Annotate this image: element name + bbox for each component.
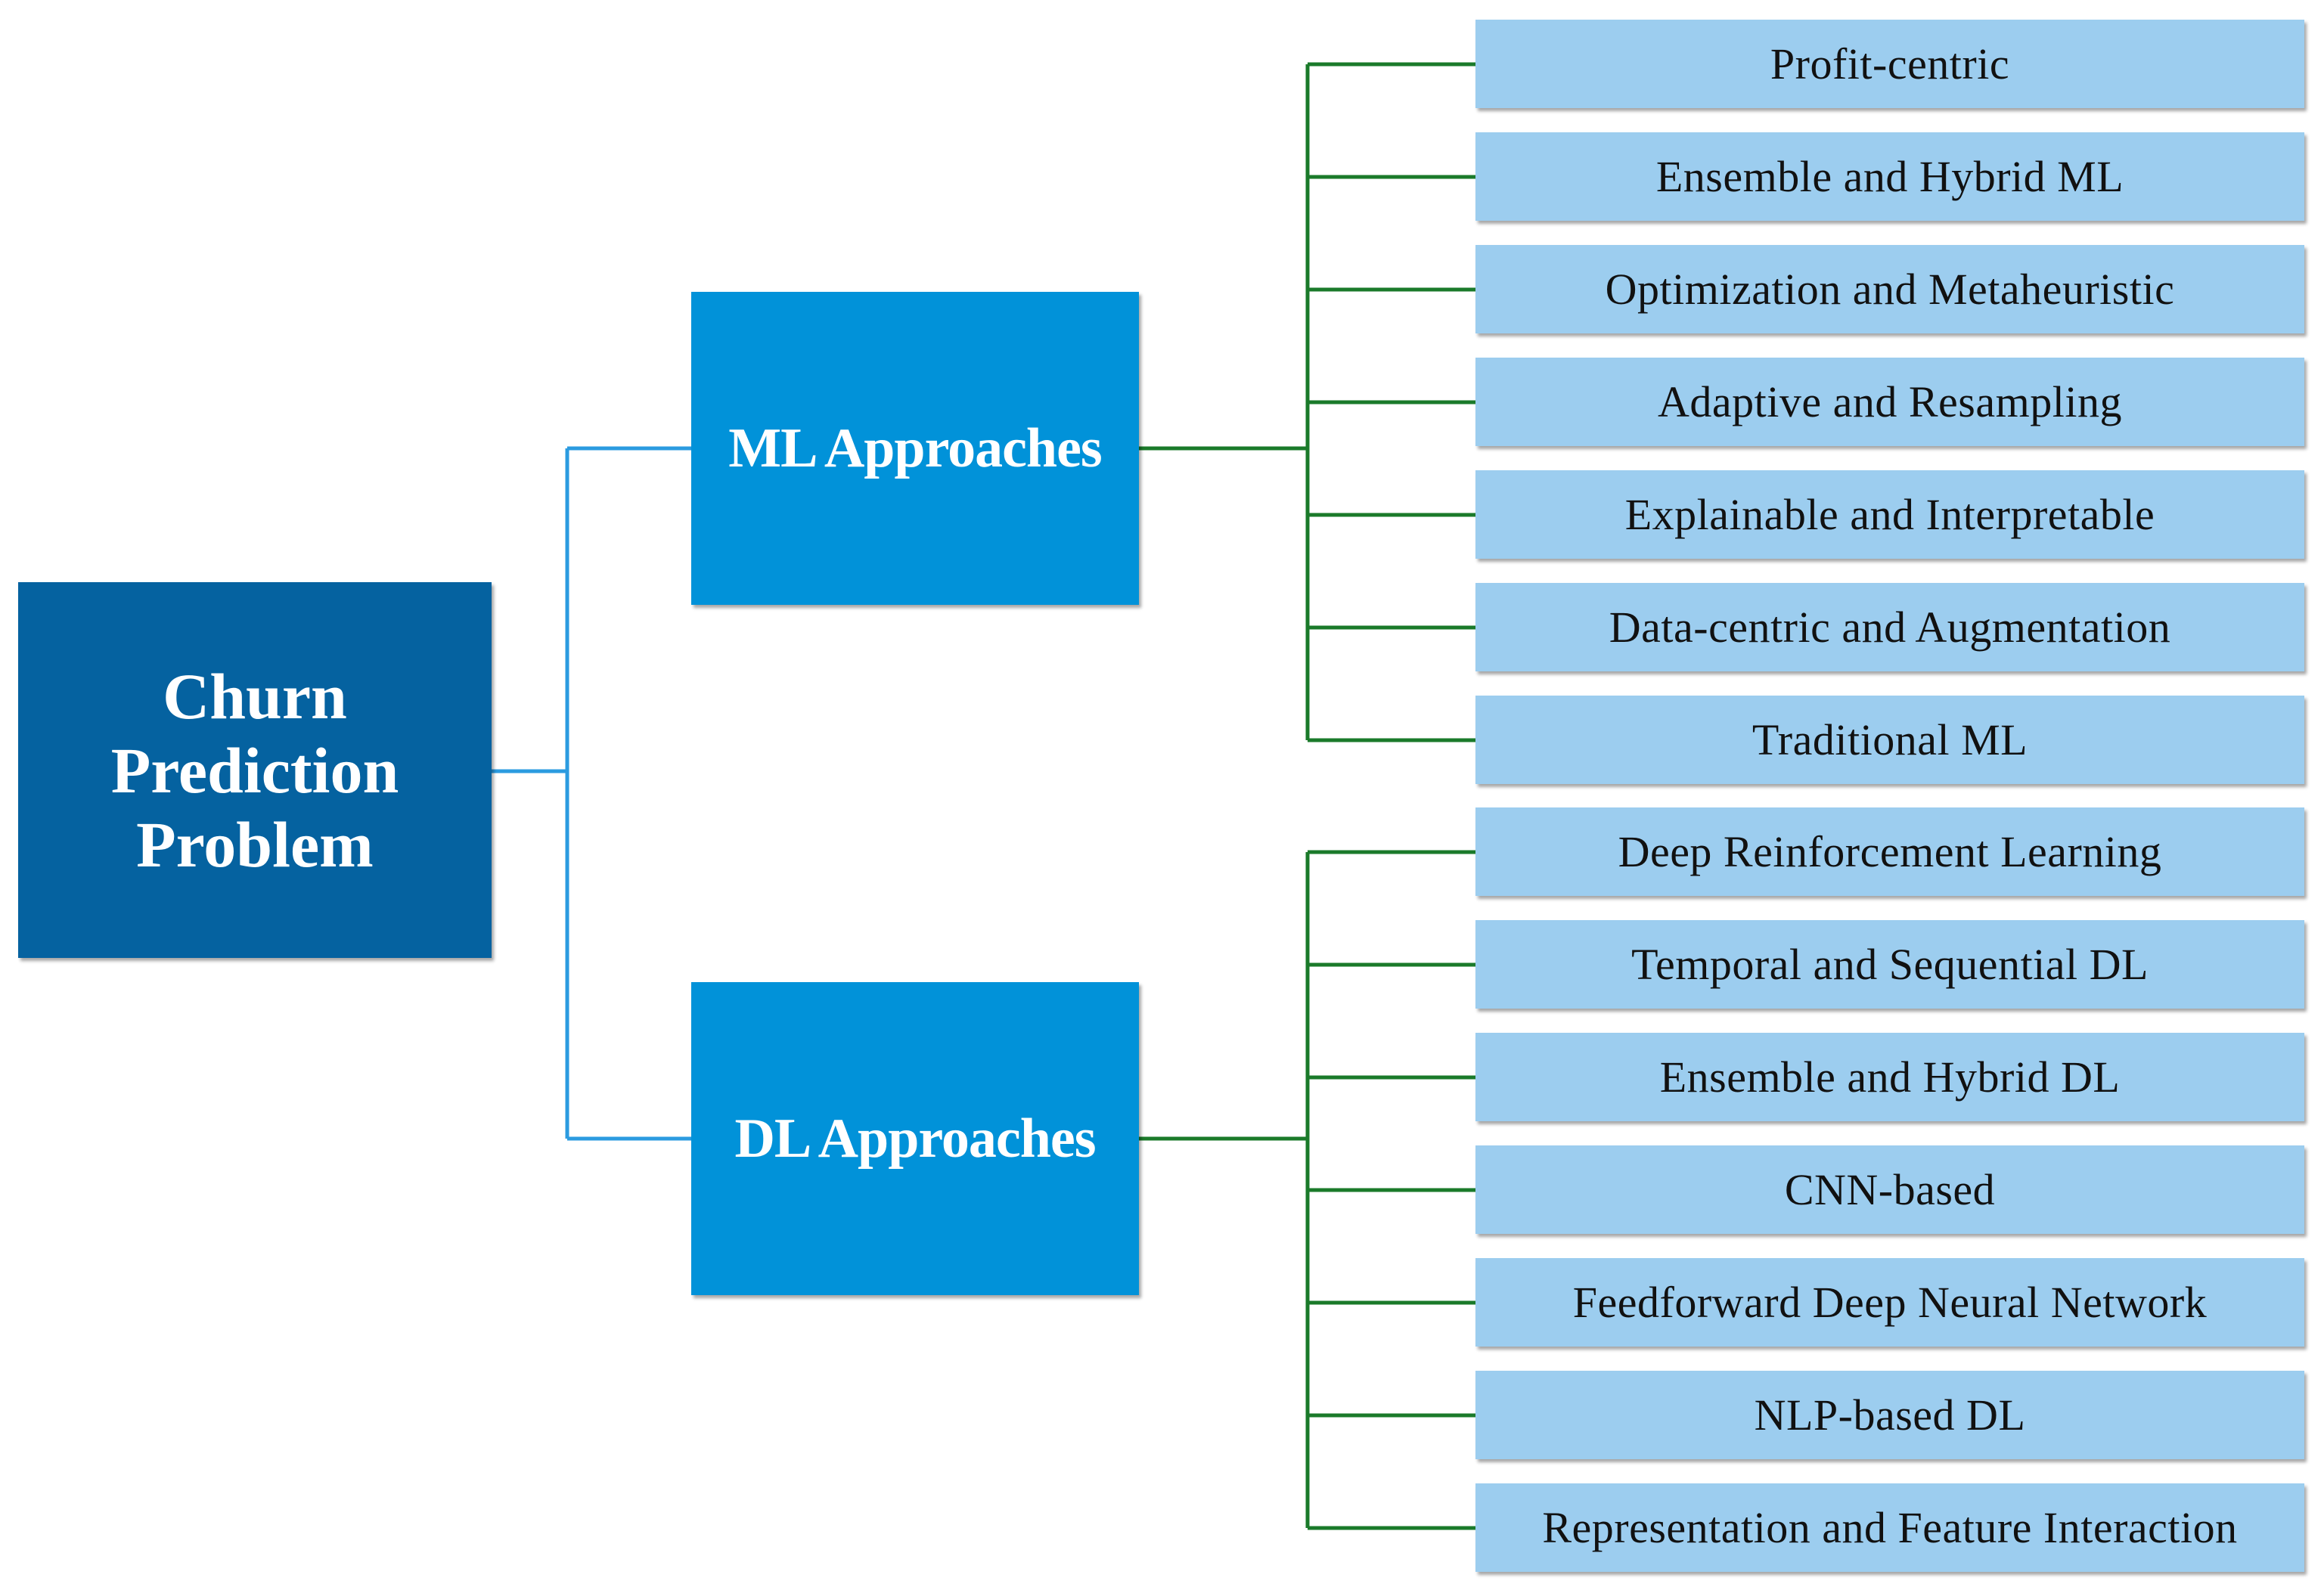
leaf-label: Adaptive and Resampling [1658, 377, 2122, 426]
leaf-label: Deep Reinforcement Learning [1618, 827, 2162, 876]
branch-label: DL Approaches [734, 1107, 1096, 1170]
root-node-churn-prediction-problem: Churn Prediction Problem [18, 582, 492, 958]
leaf-node-ml: Ensemble and Hybrid ML [1475, 132, 2304, 221]
leaf-label: CNN-based [1784, 1165, 1996, 1214]
leaf-node-ml: Data-centric and Augmentation [1475, 583, 2304, 671]
leaf-label: Explainable and Interpretable [1624, 490, 2155, 539]
root-label-line: Churn [163, 659, 347, 733]
leaf-node-dl: NLP-based DL [1475, 1371, 2304, 1459]
leaf-node-dl: Deep Reinforcement Learning [1475, 807, 2304, 896]
leaf-node-dl: Temporal and Sequential DL [1475, 920, 2304, 1009]
root-label: Churn Prediction Problem [111, 659, 399, 882]
branch-node-ml-approaches: ML Approaches [691, 292, 1139, 605]
dl-connector [1139, 850, 1475, 1530]
root-connector [492, 446, 691, 1141]
ml-connector [1139, 62, 1475, 742]
root-label-line: Prediction [110, 733, 399, 807]
leaf-label: Traditional ML [1752, 715, 2028, 764]
leaf-label: NLP-based DL [1754, 1390, 2026, 1440]
leaf-node-dl: Representation and Feature Interaction [1475, 1483, 2304, 1572]
leaf-label: Optimization and Metaheuristic [1605, 265, 2175, 314]
leaf-label: Ensemble and Hybrid ML [1655, 152, 2124, 201]
leaf-label: Temporal and Sequential DL [1631, 940, 2149, 989]
leaf-label: Representation and Feature Interaction [1542, 1503, 2238, 1552]
branch-node-dl-approaches: DL Approaches [691, 982, 1139, 1295]
leaf-label: Profit-centric [1770, 39, 2010, 88]
leaf-node-ml: Profit-centric [1475, 20, 2304, 108]
leaf-node-ml: Explainable and Interpretable [1475, 470, 2304, 559]
leaf-label: Data-centric and Augmentation [1609, 603, 2171, 652]
root-label-line: Problem [136, 807, 374, 881]
leaf-label: Ensemble and Hybrid DL [1659, 1052, 2121, 1102]
leaf-node-dl: Ensemble and Hybrid DL [1475, 1033, 2304, 1121]
leaf-node-dl: CNN-based [1475, 1145, 2304, 1234]
leaf-node-ml: Optimization and Metaheuristic [1475, 245, 2304, 333]
leaf-node-ml: Traditional ML [1475, 696, 2304, 784]
leaf-node-dl: Feedforward Deep Neural Network [1475, 1258, 2304, 1347]
leaf-label: Feedforward Deep Neural Network [1572, 1278, 2208, 1327]
leaf-node-ml: Adaptive and Resampling [1475, 358, 2304, 446]
branch-label: ML Approaches [728, 417, 1102, 479]
